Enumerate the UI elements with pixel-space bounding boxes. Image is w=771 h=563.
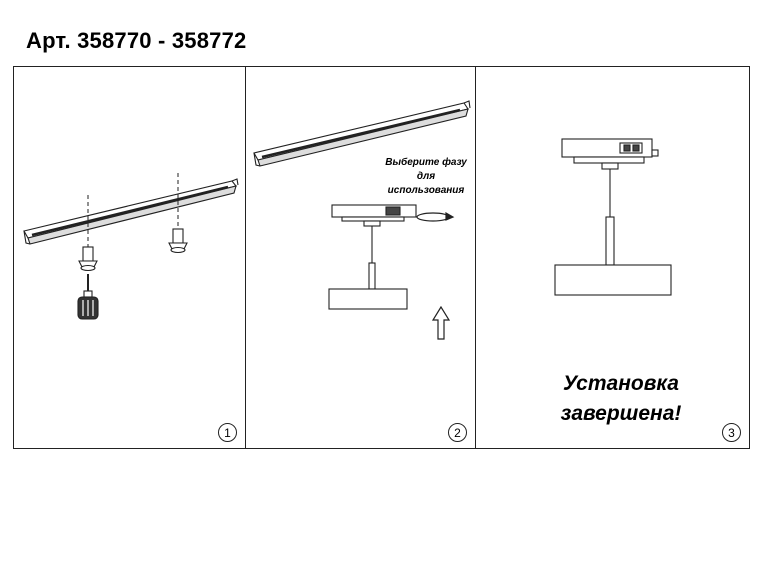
- track-rail-icon: [23, 178, 239, 245]
- adapter-icon: [561, 138, 659, 170]
- step-1-illustration: [23, 173, 239, 320]
- step-panel-1: 1: [14, 67, 246, 448]
- page-title: Арт. 358770 - 358772: [26, 28, 247, 53]
- track-rail-icon: [253, 100, 471, 167]
- step-panel-3: Установка завершена! 3: [476, 67, 749, 448]
- rotate-arrow-icon: [416, 211, 455, 222]
- adapter-icon: [331, 204, 417, 227]
- screw-anchor-icon: [78, 246, 98, 272]
- step-number-badge: 2: [448, 423, 467, 442]
- screwdriver-icon: [77, 274, 99, 320]
- completion-caption: Установка завершена!: [560, 372, 682, 425]
- step-number-badge: 3: [722, 423, 741, 442]
- step-number-badge: 1: [218, 423, 237, 442]
- step-3-illustration: [554, 138, 672, 296]
- instruction-frame: 1: [13, 66, 750, 449]
- step-panel-2: Выберите фазу для использования 2: [246, 67, 476, 448]
- phase-selection-note: Выберите фазу для использования: [385, 157, 467, 196]
- up-arrow-icon: [431, 305, 451, 340]
- step-2-illustration: [253, 100, 471, 340]
- screw-anchor-icon: [168, 228, 188, 254]
- pendant-lamp-icon: [328, 226, 408, 310]
- pendant-lamp-icon: [554, 169, 672, 296]
